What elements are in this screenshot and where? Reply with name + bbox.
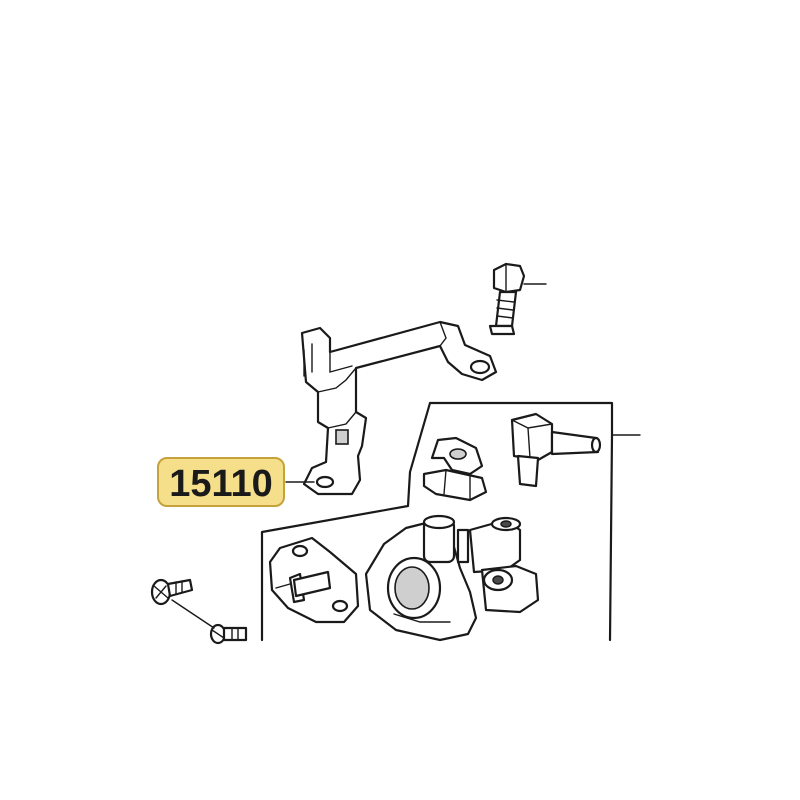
part-number-label: 15110	[169, 463, 273, 505]
cover-plate[interactable]	[268, 536, 360, 624]
pump-housing[interactable]	[364, 514, 540, 642]
elbow-fitting[interactable]	[510, 412, 602, 488]
assembly-boundary	[260, 401, 614, 642]
mounting-bracket[interactable]	[300, 320, 498, 496]
part-number-callout[interactable]: 15110	[157, 457, 285, 507]
screw-lower[interactable]	[209, 623, 248, 645]
leader-line-screws	[171, 599, 215, 629]
banjo-bolt[interactable]	[488, 262, 526, 336]
screw-upper[interactable]	[150, 578, 194, 606]
retainer-clip[interactable]	[422, 436, 488, 502]
